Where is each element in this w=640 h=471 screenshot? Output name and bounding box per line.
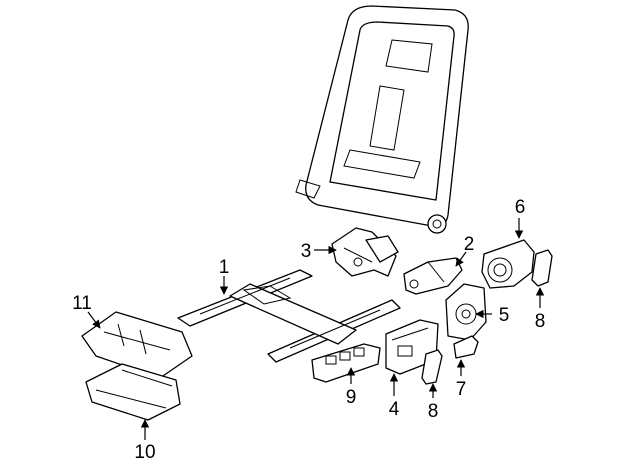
callout-3: 3: [301, 241, 312, 262]
callout-1: 1: [219, 257, 230, 278]
switch-button: [453, 335, 479, 359]
callout-9: 9: [346, 387, 357, 408]
switch-knob-upper: [531, 249, 553, 287]
leader-lines: [87, 218, 545, 440]
callout-8-lower: 8: [428, 401, 439, 422]
callout-7: 7: [456, 379, 467, 400]
seat-motor: [403, 257, 463, 295]
control-module: [85, 363, 181, 421]
seat-track-frame: [177, 269, 401, 363]
callout-4: 4: [389, 399, 400, 420]
control-switch: [445, 283, 487, 341]
module-bracket: [81, 311, 193, 379]
callout-8-upper: 8: [535, 311, 546, 332]
callout-2: 2: [464, 234, 475, 255]
callout-10: 10: [134, 442, 155, 463]
seat-back-frame: [295, 5, 469, 234]
memory-switch-panel: [311, 343, 381, 383]
callout-5: 5: [499, 305, 510, 326]
callout-labels: 1 2 3 4 5 6 7 8 8 9 10 11: [72, 197, 545, 463]
trim-cap-lower: [421, 349, 443, 385]
recliner-bracket: [331, 227, 399, 277]
lumbar-motor: [481, 239, 535, 289]
callout-11: 11: [72, 293, 92, 314]
callout-6: 6: [515, 197, 526, 218]
